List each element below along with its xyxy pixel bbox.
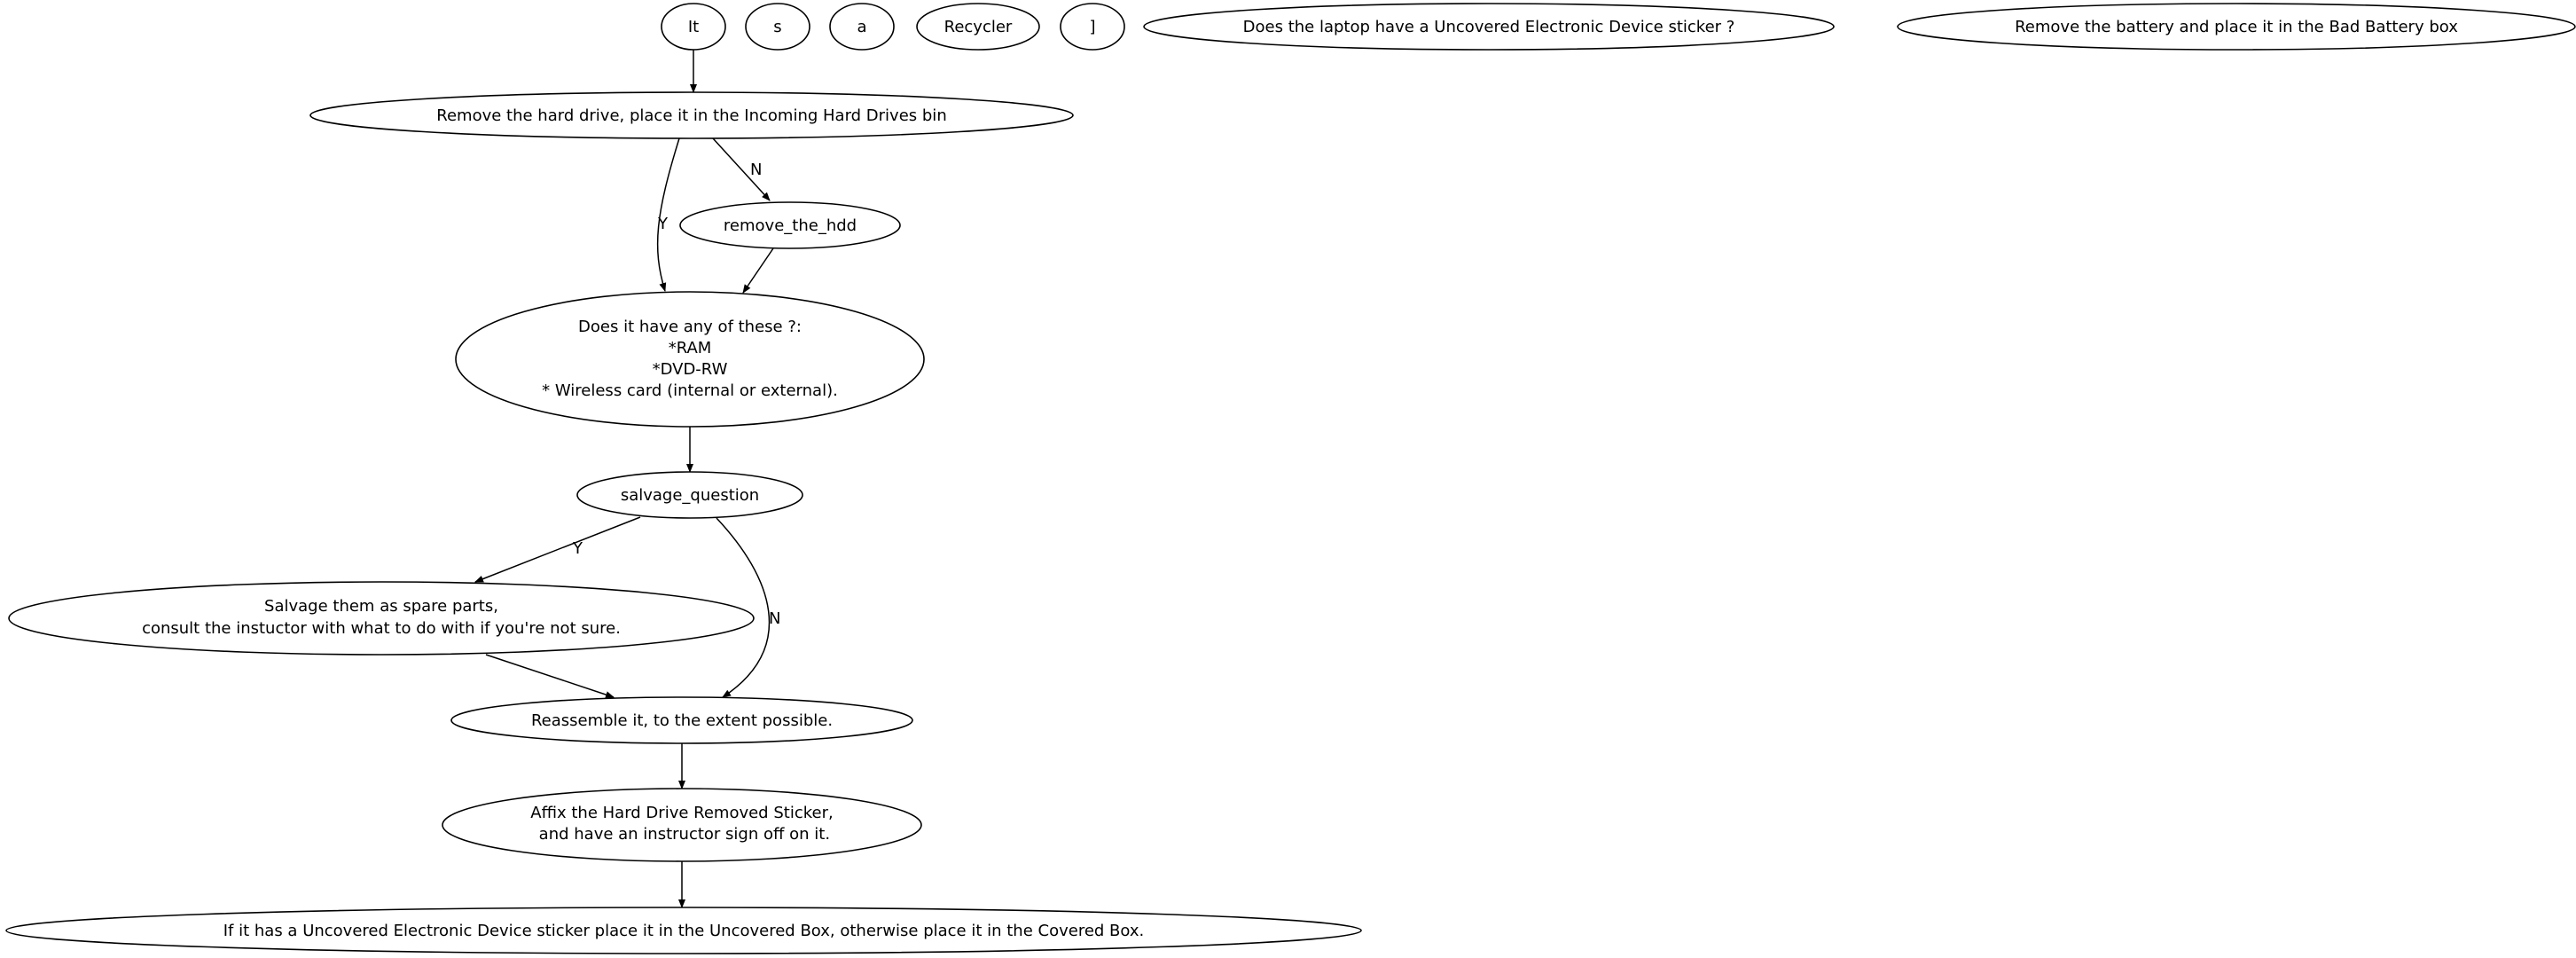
node-s[interactable]: s — [745, 3, 810, 51]
node-label: Remove the battery and place it in the B… — [2015, 18, 2458, 36]
node-salvage-parts[interactable]: Salvage them as spare parts, consult the… — [8, 581, 755, 656]
edge-salvage-to-reassemble — [485, 654, 615, 698]
node-label: s — [773, 18, 781, 36]
node-label-line: Affix the Hard Drive Removed Sticker, — [530, 804, 833, 822]
node-label: Does the laptop have a Uncovered Electro… — [1243, 18, 1735, 36]
node-label-line: consult the instuctor with what to do wi… — [142, 619, 621, 638]
edge-label-hdd-yes: Y — [657, 215, 669, 233]
node-label: remove_the_hdd — [724, 216, 857, 235]
node-remove-hdd[interactable]: Remove the hard drive, place it in the I… — [309, 91, 1074, 139]
node-affix-sticker[interactable]: Affix the Hard Drive Removed Sticker, an… — [442, 788, 922, 862]
edge-salvage-no — [716, 517, 771, 698]
edge-remove-hdd-no — [712, 137, 771, 201]
node-reassemble[interactable]: Reassemble it, to the extent possible. — [450, 696, 913, 744]
node-label: Reassemble it, to the extent possible. — [531, 711, 833, 730]
node-final-box[interactable]: If it has a Uncovered Electronic Device … — [5, 907, 1362, 954]
node-label-line: and have an instructor sign off on it. — [534, 825, 830, 844]
node-label: It — [688, 18, 699, 36]
node-label: Remove the hard drive, place it in the I… — [436, 106, 946, 125]
edge-label-hdd-no: N — [750, 161, 762, 179]
edge-remove-the-hdd-to-question — [742, 247, 774, 294]
node-remove-battery[interactable]: Remove the battery and place it in the B… — [1897, 3, 2576, 51]
node-label: a — [857, 18, 866, 36]
node-salvage-question[interactable]: salvage_question — [576, 471, 803, 519]
node-a[interactable]: a — [829, 3, 895, 51]
edge-remove-hdd-yes — [656, 137, 680, 292]
node-label-line: *DVD-RW — [653, 360, 728, 379]
edge-salvage-yes — [474, 516, 641, 583]
node-label: Recycler — [944, 18, 1013, 36]
node-label: salvage_question — [621, 486, 759, 505]
node-recycler[interactable]: Recycler — [916, 3, 1040, 51]
node-sticker-question[interactable]: Does the laptop have a Uncovered Electro… — [1143, 3, 1835, 51]
node-it[interactable]: It — [661, 3, 726, 51]
edge-label-salvage-no: N — [769, 609, 780, 628]
node-label-line: * Wireless card (internal or external). — [542, 381, 838, 400]
node-bracket[interactable]: ] — [1060, 3, 1125, 51]
node-label: ] — [1089, 18, 1095, 36]
node-remove-the-hdd[interactable]: remove_the_hdd — [679, 201, 901, 249]
edge-label-salvage-yes: Y — [572, 539, 583, 558]
node-label: If it has a Uncovered Electronic Device … — [223, 922, 1144, 940]
node-label-line: Does it have any of these ?: — [578, 318, 802, 336]
node-components-question[interactable]: Does it have any of these ?: *RAM *DVD-R… — [455, 291, 925, 428]
node-label-line: *RAM — [669, 339, 712, 357]
node-label-line: Salvage them as spare parts, — [264, 597, 498, 616]
